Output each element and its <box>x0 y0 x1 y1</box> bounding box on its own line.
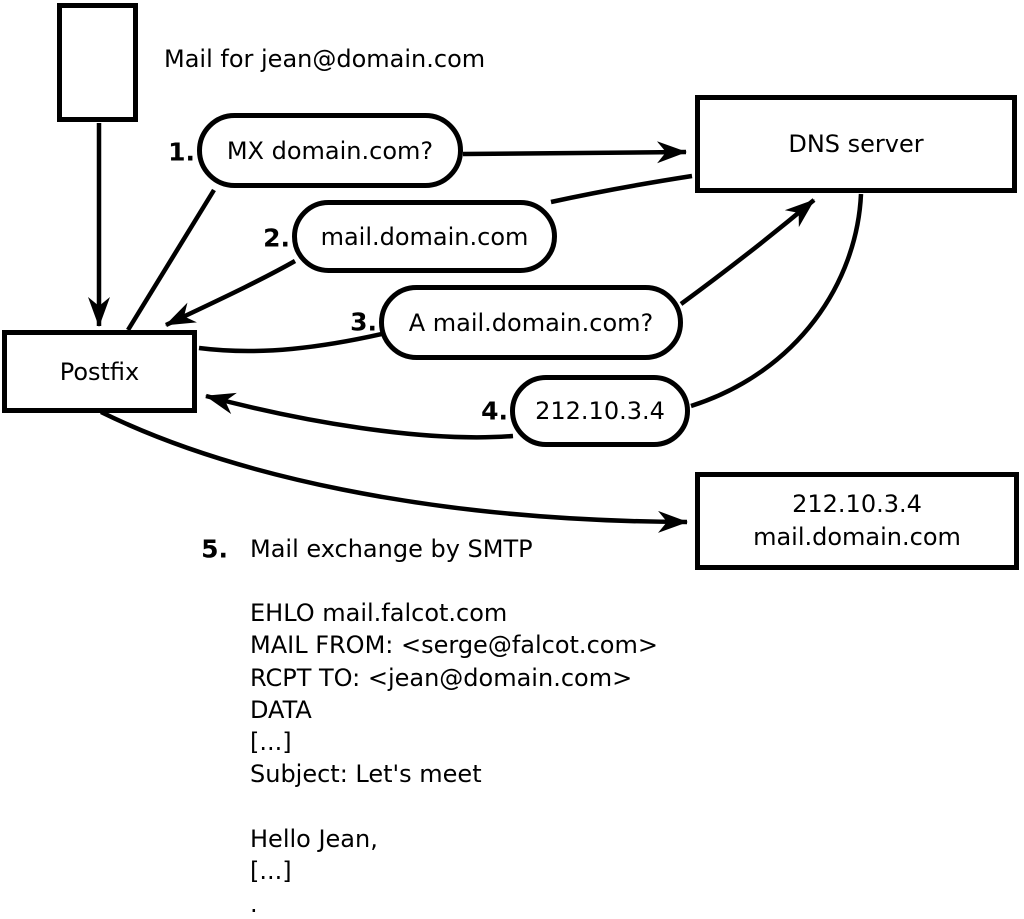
mail-envelope-box <box>57 3 138 122</box>
smtp-transcript-line: [...] <box>250 728 292 757</box>
postfix-label: Postfix <box>59 357 140 386</box>
smtp-transcript-line: MAIL FROM: <serge@falcot.com> <box>250 631 658 660</box>
arrow-a-query-to-dns <box>679 198 816 306</box>
line-dns-to-mx-response <box>550 173 693 205</box>
pill-a-response-label: 212.10.3.4 <box>535 397 665 425</box>
mail-for-label: Mail for jean@domain.com <box>164 45 486 73</box>
smtp-transcript-line: RCPT TO: <jean@domain.com> <box>250 663 633 692</box>
smtp-transcript-line: . <box>250 889 258 918</box>
smtp-transcript-line <box>250 791 658 823</box>
dns-server-box: DNS server <box>695 95 1017 193</box>
smtp-transcript-line: Subject: Let's meet <box>250 760 482 789</box>
pill-mx-response: mail.domain.com <box>292 200 557 273</box>
dns-server-label: DNS server <box>788 130 924 158</box>
line-postfix-to-mx-query <box>126 188 216 332</box>
arrow-mx-query-to-dns <box>462 141 687 164</box>
arrow-a-response-to-postfix <box>205 392 514 440</box>
smtp-transcript-line: [...] <box>250 857 292 886</box>
smtp-transcript-line: Hello Jean, <box>250 825 378 854</box>
line-postfix-to-a-query <box>198 331 383 354</box>
pill-mx-query: MX domain.com? <box>197 113 463 188</box>
smtp-exchange-label: Mail exchange by SMTP <box>250 535 533 563</box>
pill-mx-response-label: mail.domain.com <box>320 222 529 251</box>
step-number-2: 2. <box>263 223 290 253</box>
pill-mx-query-label: MX domain.com? <box>226 136 434 165</box>
mail-server-hostname: mail.domain.com <box>753 523 961 551</box>
line-dns-to-a-response <box>690 193 864 409</box>
step-number-5: 5. <box>201 534 228 564</box>
mail-server-box: 212.10.3.4 mail.domain.com <box>695 472 1019 570</box>
smtp-transcript: EHLO mail.falcot.com MAIL FROM: <serge@f… <box>250 597 658 919</box>
step-number-4: 4. <box>481 396 508 426</box>
step-number-3: 3. <box>350 307 377 337</box>
pill-a-response: 212.10.3.4 <box>510 375 690 447</box>
arrow-mx-response-to-postfix <box>165 259 297 328</box>
postfix-box: Postfix <box>2 330 197 413</box>
step-number-1: 1. <box>168 137 195 167</box>
smtp-transcript-line: EHLO mail.falcot.com <box>250 599 508 627</box>
arrow-postfix-to-mail-server <box>100 409 688 533</box>
smtp-transcript-line: DATA <box>250 695 312 724</box>
pill-a-query-label: A mail.domain.com? <box>408 308 654 337</box>
mail-server-ip: 212.10.3.4 <box>792 490 922 518</box>
pill-a-query: A mail.domain.com? <box>379 285 683 360</box>
